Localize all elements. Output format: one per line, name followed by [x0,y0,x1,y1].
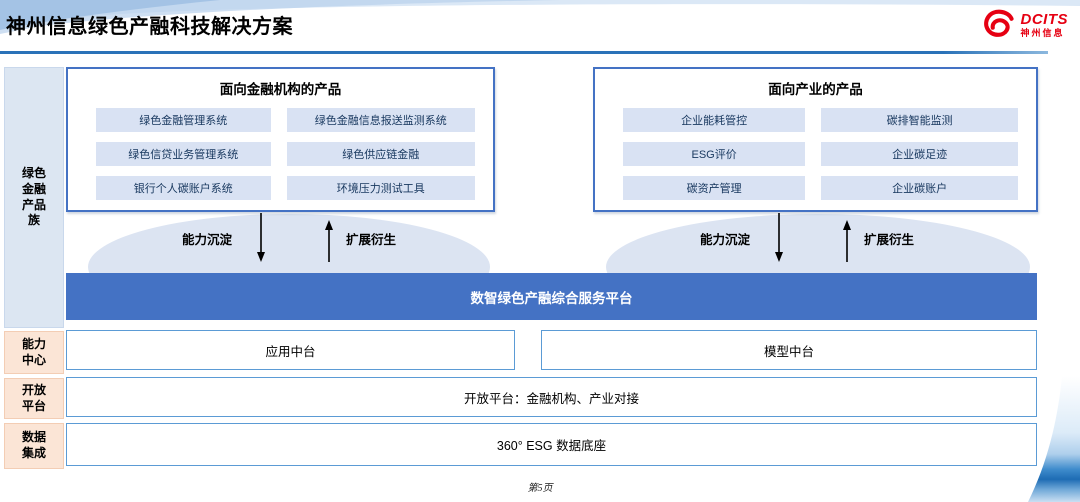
corner-swoosh-decoration [1028,376,1080,502]
product-item: 绿色金融信息报送监测系统 [286,108,475,132]
product-item: 银行个人碳账户系统 [96,176,271,200]
product-item: 绿色信贷业务管理系统 [96,142,271,166]
title-underline [0,51,1048,54]
logo-brand-text: DCITS [1020,11,1068,28]
finance-products-box: 面向金融机构的产品 绿色金融管理系统 绿色金融信息报送监测系统 绿色信贷业务管理… [66,67,495,212]
page-title: 神州信息绿色产融科技解决方案 [6,16,293,38]
product-item: 企业能耗管控 [623,108,806,132]
logo-brand-cn-text: 神州信息 [1020,28,1065,38]
product-item: 碳资产管理 [623,176,806,200]
sidebar-item-green-finance-product-family: 绿色 金融 产品 族 [4,67,64,328]
product-item: 企业碳足迹 [821,142,1018,166]
company-logo: DCITS 神州信息 [981,8,1069,42]
sidebar-item-capability-center: 能力 中心 [4,331,64,374]
industry-products-box: 面向产业的产品 企业能耗管控 碳排智能监测 ESG评价 企业碳足迹 碳资产管理 … [593,67,1038,212]
model-middle-platform-box: 模型中台 [541,330,1037,370]
flow-group-right: 能力沉淀 扩展衍生 [700,213,914,262]
finance-products-grid: 绿色金融管理系统 绿色金融信息报送监测系统 绿色信贷业务管理系统 绿色供应链金融… [68,98,493,200]
dcits-swirl-icon [983,9,1014,37]
industry-products-grid: 企业能耗管控 碳排智能监测 ESG评价 企业碳足迹 碳资产管理 企业碳账户 [595,98,1036,200]
flow-group-left: 能力沉淀 扩展衍生 [182,213,396,262]
up-arrow-icon [325,220,334,262]
product-item: 绿色金融管理系统 [96,108,271,132]
sidebar-item-open-platform: 开放 平台 [4,378,64,419]
platform-bar: 数智绿色产融综合服务平台 [66,273,1037,320]
flow-down-label: 能力沉淀 [182,233,233,247]
down-arrow-icon [257,213,266,262]
flow-down-label: 能力沉淀 [700,233,751,247]
product-item: ESG评价 [623,142,806,166]
down-arrow-icon [775,213,784,262]
flow-up-label: 扩展衍生 [864,233,915,247]
flow-up-label: 扩展衍生 [346,233,397,247]
finance-products-title: 面向金融机构的产品 [219,82,342,97]
esg-data-base-box: 360° ESG 数据底座 [66,423,1037,466]
industry-products-title: 面向产业的产品 [768,82,863,97]
application-middle-platform-box: 应用中台 [66,330,515,370]
up-arrow-icon [843,220,852,262]
sidebar-item-data-integration: 数据 集成 [4,423,64,469]
product-item: 绿色供应链金融 [286,142,475,166]
product-item: 企业碳账户 [821,176,1018,200]
header-swoosh-decoration [0,0,1080,34]
product-item: 碳排智能监测 [821,108,1018,132]
open-platform-box: 开放平台：金融机构、产业对接 [66,377,1037,417]
page-number: 第5页 [527,483,553,494]
product-item: 环境压力测试工具 [286,176,475,200]
